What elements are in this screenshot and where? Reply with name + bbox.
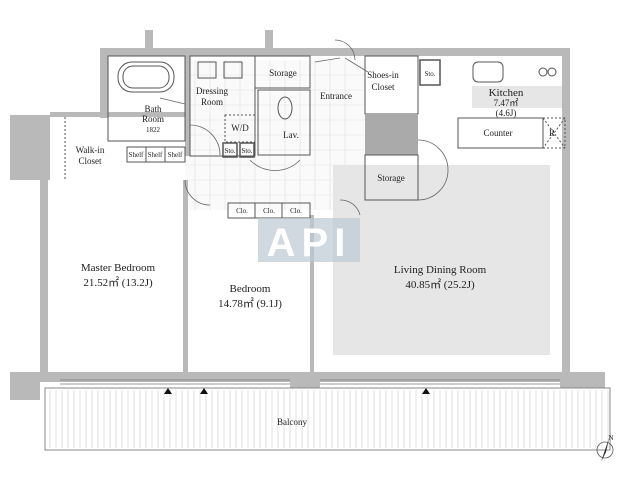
dressing-label-1: Dressing — [196, 86, 228, 96]
watermark-box — [258, 218, 360, 262]
kitchen-jo: (4.6J) — [496, 108, 517, 118]
bedroom-area: 14.78㎡ (9.1J) — [218, 297, 282, 310]
bath-size: 1822 — [146, 126, 161, 134]
kitchen-label: Kitchen — [489, 87, 524, 99]
north-compass-icon: N — [596, 434, 614, 462]
sto-left-label: Sto. — [224, 147, 235, 155]
master-bedroom-area: 21.52㎡ (13.2J) — [83, 276, 153, 289]
balcony-label: Balcony — [277, 417, 307, 427]
kitchen-floor — [472, 86, 562, 108]
ldr-floor — [333, 165, 550, 355]
storage-mid-label: Storage — [377, 173, 405, 183]
closet-label: Clo. — [290, 207, 302, 215]
sto-right-label: Sto. — [241, 147, 252, 155]
shelf-label: Shelf — [168, 151, 183, 159]
sto-kitchen-label: Sto. — [424, 70, 435, 78]
ldr-label: Living Dining Room — [394, 264, 487, 276]
shoes-label-1: Shoes-in — [367, 70, 399, 80]
closet-label: Clo. — [263, 207, 275, 215]
ldr-area: 40.85㎡ (25.2J) — [405, 278, 475, 291]
counter-label: Counter — [484, 128, 513, 138]
storage-top-label: Storage — [269, 68, 297, 78]
shelf-label: Shelf — [148, 151, 163, 159]
dressing-label-2: Room — [201, 97, 223, 107]
bedroom-label: Bedroom — [230, 283, 271, 295]
fridge-label: R — [549, 128, 555, 138]
tile-floor — [185, 60, 365, 210]
shoes-label-2: Closet — [371, 82, 395, 92]
watermark-text: API — [267, 221, 352, 265]
wd-label: W/D — [231, 123, 249, 133]
entrance-label: Entrance — [320, 91, 352, 101]
walkin-label-1: Walk-in — [76, 145, 105, 155]
lav-label: Lav. — [283, 130, 299, 140]
bath-label-2: Room — [142, 114, 164, 124]
windows — [60, 379, 560, 385]
doors — [159, 39, 449, 216]
kitchen-area: 7.47㎡ — [494, 98, 519, 108]
master-bedroom-label: Master Bedroom — [81, 262, 156, 274]
closet-label: Clo. — [236, 207, 248, 215]
compass-label: N — [608, 434, 613, 442]
bath-label-1: Bath — [145, 104, 162, 114]
shelf-label: Shelf — [129, 151, 144, 159]
vent-markers — [164, 388, 430, 394]
walkin-label-2: Closet — [78, 156, 102, 166]
walls — [10, 30, 605, 400]
balcony-deck — [44, 387, 611, 451]
